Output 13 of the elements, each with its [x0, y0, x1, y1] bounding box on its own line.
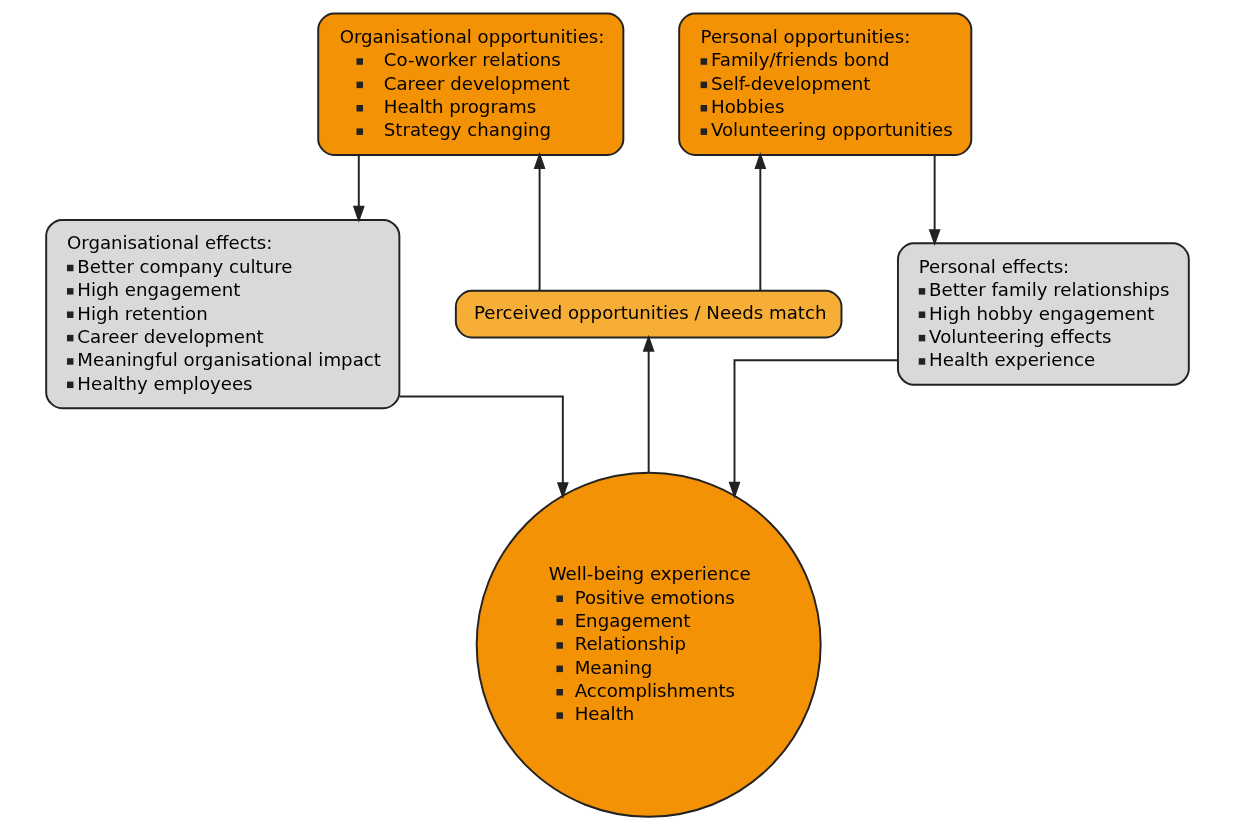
node-box: Personal effects: Better family relationships High hobby engagement Volunteering effects Health experience: [896, 242, 1190, 386]
node-box: Perceived opportunities / Needs match: [454, 289, 842, 339]
arrow: [753, 152, 766, 292]
arrow: [352, 154, 365, 223]
node-box: Organisational opportunities: Co-worker relations Career development Health programs Strategy changing: [316, 12, 624, 156]
arrow: [928, 154, 941, 247]
node-box: Personal opportunities: Family/friends bond Self-development Hobbies Volunteering opportunities: [677, 12, 972, 156]
node-box: Organisational effects: Better company culture High engagement High retention Career development Meaningful organisational impact Healthy employees: [44, 218, 400, 410]
arrow: [533, 152, 545, 292]
node-circle: Well-being experience Positive emotions Engagement Relationship Meaning Accomplishments Health: [475, 471, 822, 818]
arrow: [728, 359, 898, 499]
arrow: [398, 395, 569, 500]
arrow: [642, 334, 655, 474]
